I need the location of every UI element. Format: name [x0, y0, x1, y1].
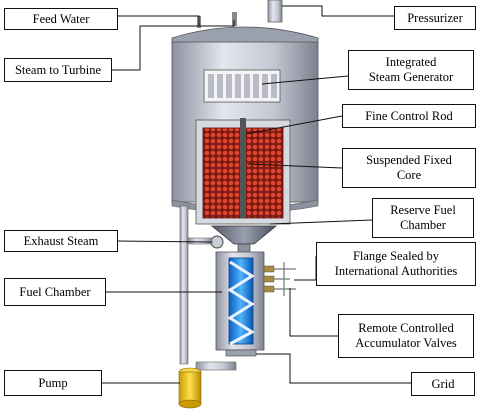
feed-water-label: Feed Water — [4, 8, 118, 30]
feed-water-text: Feed Water — [32, 11, 90, 26]
steam-to-turbine-label: Steam to Turbine — [4, 58, 112, 82]
fuel-chamber-coil — [227, 260, 255, 346]
return-pipe — [195, 361, 237, 371]
remote-valves-line2: Accumulator Valves — [355, 336, 457, 350]
pressurizer-pipe — [267, 0, 283, 23]
exhaust-steam-text: Exhaust Steam — [23, 233, 99, 248]
flange-sealed-label: Flange Sealed by International Authoriti… — [316, 242, 476, 286]
fuel-chamber-label: Fuel Chamber — [4, 278, 106, 306]
fuel-chamber-text: Fuel Chamber — [19, 284, 91, 299]
fine-control-rod — [240, 118, 246, 218]
pressurizer-text: Pressurizer — [407, 10, 463, 25]
accumulator-valves — [263, 262, 296, 296]
pump-label: Pump — [4, 370, 102, 396]
reserve-fuel-chamber-line1: Reserve Fuel — [390, 203, 456, 217]
integrated-steam-generator-label: Integrated Steam Generator — [348, 50, 474, 90]
steam-generator-block — [203, 69, 281, 103]
steam-to-turbine-text: Steam to Turbine — [14, 62, 102, 77]
vessel-dome — [171, 26, 319, 45]
fine-control-rod-text: Fine Control Rod — [365, 108, 453, 123]
flange-sealed-line1: Flange Sealed by — [352, 249, 440, 263]
grid-label: Grid — [411, 372, 475, 396]
suspended-fixed-core-label: Suspended Fixed Core — [342, 148, 476, 188]
reserve-fuel-chamber-line2: Chamber — [400, 218, 446, 232]
suspended-fixed-core-line2: Core — [396, 168, 422, 182]
exhaust-pipe — [179, 205, 224, 365]
integrated-steam-generator-line2: Steam Generator — [368, 70, 454, 84]
fine-control-rod-label: Fine Control Rod — [342, 104, 476, 128]
pressurizer-label: Pressurizer — [394, 6, 476, 30]
exhaust-steam-label: Exhaust Steam — [4, 230, 118, 252]
suspended-fixed-core-line1: Suspended Fixed — [366, 153, 452, 167]
grid-bar — [225, 349, 257, 357]
remote-valves-label: Remote Controlled Accumulator Valves — [338, 314, 474, 358]
grid-text: Grid — [431, 376, 455, 391]
reserve-fuel-funnel — [210, 225, 278, 245]
integrated-steam-generator-line1: Integrated — [385, 55, 437, 69]
pump-body — [178, 367, 202, 409]
remote-valves-line1: Remote Controlled — [358, 321, 454, 335]
pump-text: Pump — [38, 375, 68, 390]
reserve-fuel-chamber-label: Reserve Fuel Chamber — [372, 198, 474, 238]
flange-sealed-line2: International Authorities — [334, 264, 458, 278]
